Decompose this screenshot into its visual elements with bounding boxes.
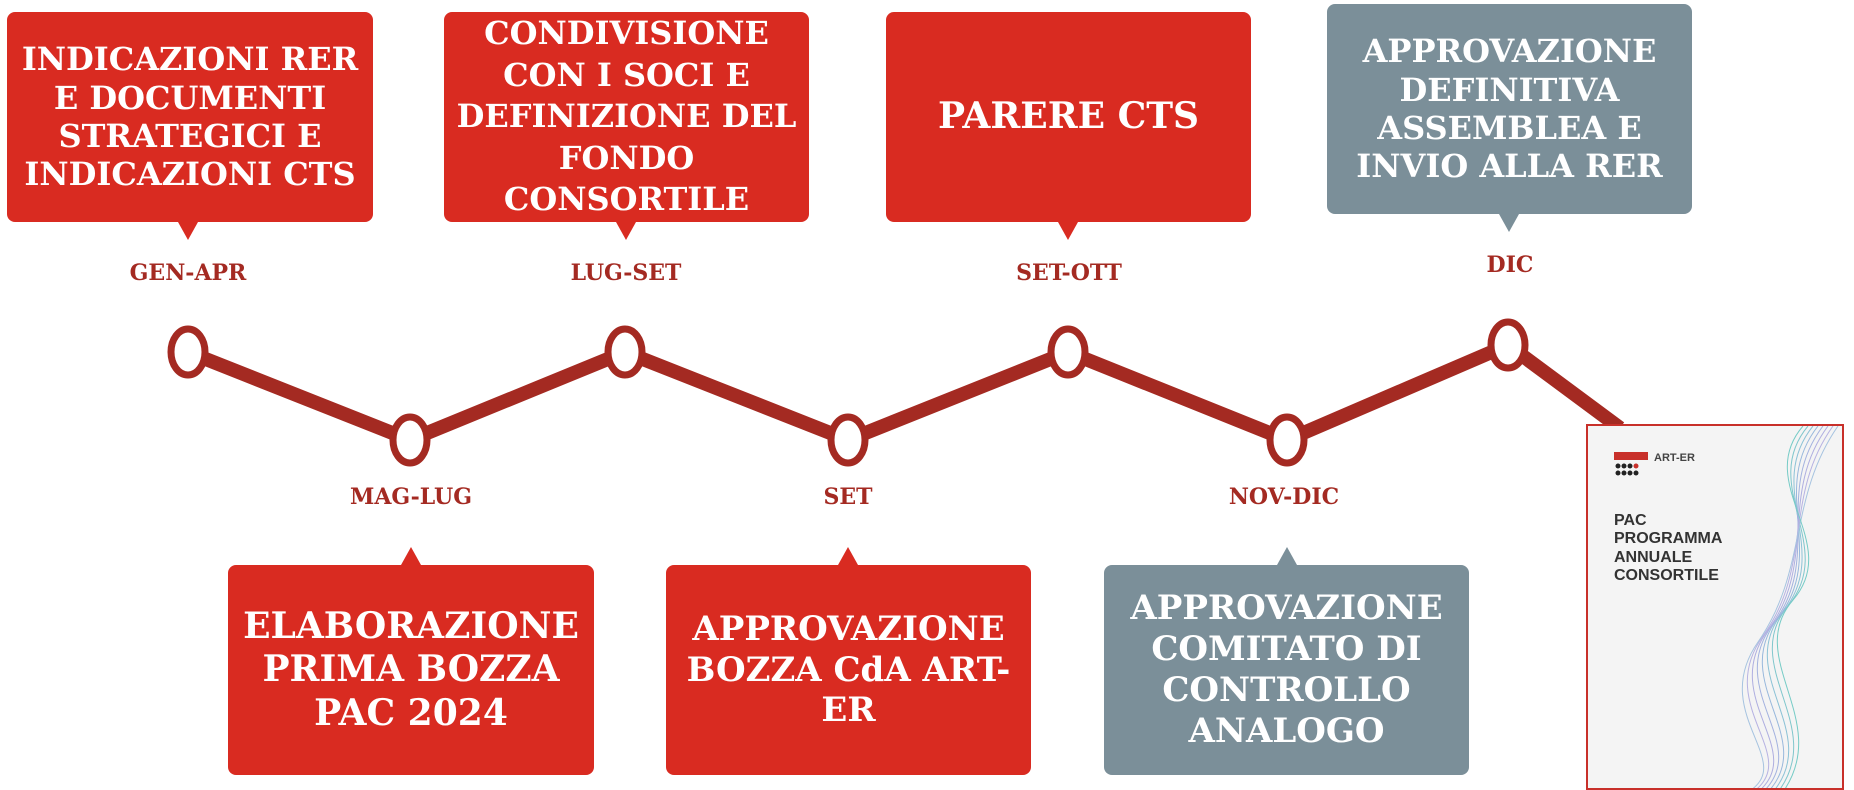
step-pointer-1: [178, 222, 198, 240]
step-label-3: CONDIVISIONE CON I SOCI E DEFINIZIONE DE…: [456, 14, 797, 219]
step-pointer-7: [1499, 214, 1519, 232]
step-date-7: DIC: [1486, 252, 1534, 278]
step-label-6: APPROVAZIONE COMITATO DI CONTROLLO ANALO…: [1130, 588, 1443, 751]
node-set-ott: [1047, 325, 1089, 379]
step-date-3: LUG-SET: [570, 260, 682, 286]
step-label-2: ELABORAZIONE PRIMA BOZZA PAC 2024: [243, 605, 579, 734]
step-label-1: INDICAZIONI RER E DOCUMENTI STRATEGICI E…: [21, 40, 359, 194]
step-label-5: PARERE CTS: [937, 95, 1200, 138]
pac-document-cover: ART-ER PAC PROGRAMMA ANNUALE CONSORTILE: [1586, 424, 1844, 790]
cover-wave-graphic: [1741, 426, 1839, 788]
node-set: [827, 413, 869, 467]
node-nov-dic: [1266, 413, 1308, 467]
node-mag-lug: [389, 413, 431, 467]
step-box-5: PARERE CTS: [886, 12, 1251, 222]
timeline-path: [185, 338, 1625, 447]
node-dic: [1487, 318, 1529, 372]
node-lug-set: [604, 325, 646, 379]
step-label-4: APPROVAZIONE BOZZA CdA ART-ER: [686, 608, 1011, 731]
step-pointer-6: [1277, 547, 1297, 565]
step-box-3: CONDIVISIONE CON I SOCI E DEFINIZIONE DE…: [444, 12, 809, 222]
step-label-7: APPROVAZIONE DEFINITIVA ASSEMBLEA E INVI…: [1356, 32, 1663, 186]
node-gen-apr: [167, 325, 209, 379]
step-pointer-5: [1058, 222, 1078, 240]
cover-title: PAC PROGRAMMA ANNUALE CONSORTILE: [1614, 512, 1722, 585]
step-date-5: SET-OTT: [1016, 260, 1122, 286]
cover-logo-text: ART-ER: [1654, 452, 1695, 464]
step-date-6: NOV-DIC: [1228, 484, 1340, 510]
step-date-4: SET: [823, 484, 873, 510]
step-pointer-2: [401, 547, 421, 565]
step-date-1: GEN-APR: [129, 260, 247, 286]
step-box-2: ELABORAZIONE PRIMA BOZZA PAC 2024: [228, 565, 594, 775]
step-box-4: APPROVAZIONE BOZZA CdA ART-ER: [666, 565, 1031, 775]
step-pointer-3: [616, 222, 636, 240]
step-box-6: APPROVAZIONE COMITATO DI CONTROLLO ANALO…: [1104, 565, 1469, 775]
timeline-nodes: [167, 318, 1529, 467]
step-date-2: MAG-LUG: [350, 484, 472, 510]
step-box-7: APPROVAZIONE DEFINITIVA ASSEMBLEA E INVI…: [1327, 4, 1692, 214]
step-box-1: INDICAZIONI RER E DOCUMENTI STRATEGICI E…: [7, 12, 373, 222]
step-pointer-4: [838, 547, 858, 565]
art-er-logo-icon: [1614, 452, 1648, 476]
